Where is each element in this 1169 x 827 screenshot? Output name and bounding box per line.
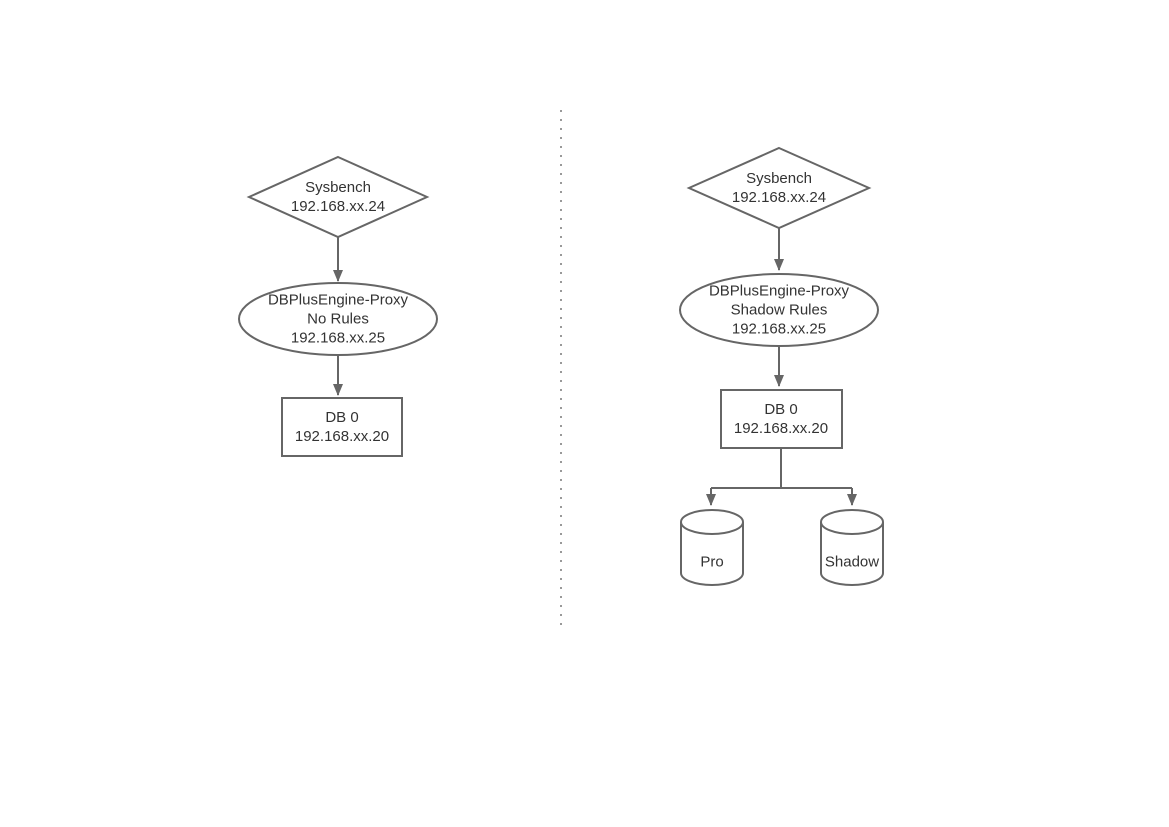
left-proxy-ellipse: [238, 282, 438, 356]
right-sysbench-diamond: [686, 146, 872, 230]
right-db-rect: [720, 389, 843, 449]
pro-db-cylinder: [680, 509, 744, 586]
shadow-db-cylinder: [820, 509, 884, 586]
right-branch-connector: [711, 448, 852, 489]
right-proxy-ellipse: [679, 273, 879, 347]
left-sysbench-diamond: [246, 155, 430, 239]
left-db-rect: [281, 397, 403, 457]
